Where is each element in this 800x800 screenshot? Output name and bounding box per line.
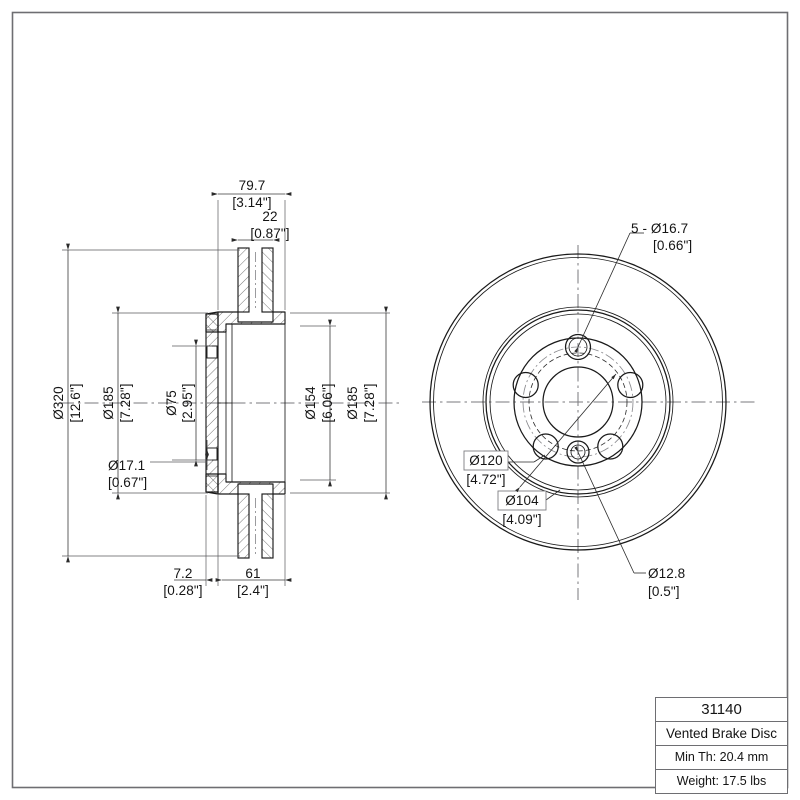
lug-hole [564, 333, 592, 361]
cross-section-view [60, 247, 400, 559]
dim-inner-diameter-imperial: [6.06"] [320, 383, 335, 422]
dim-center-bore-metric: Ø75 [164, 390, 179, 416]
section-dimensions: 79.7 [3.14"] 22 [0.87"] Ø320 [12.6"] Ø18… [51, 178, 390, 598]
section-construction-lines [217, 323, 286, 483]
dim-small-hole-metric: Ø17.1 [108, 458, 145, 473]
rotor-outer-edge-circle [433, 257, 723, 547]
lug-hole [617, 371, 644, 399]
dim-center-bore-imperial: [2.95"] [180, 383, 195, 422]
callout-bolt-circle-metric: Ø120 [469, 453, 502, 468]
dim-hat-offset-imperial: [0.28"] [163, 583, 202, 598]
dim-outer-diameter-metric: Ø320 [51, 386, 66, 419]
dim-outer-diameter-imperial: [12.6"] [68, 383, 83, 422]
hat-circle-mid [485, 309, 671, 495]
rotor-ring-upper [237, 247, 274, 313]
dim-mounting-diameter-imperial: [7.28"] [362, 383, 377, 422]
callout-set-screw-imperial: [0.5"] [648, 584, 680, 599]
dim-overall-width-imperial: [3.14"] [232, 195, 271, 210]
callout-set-screw-metric: Ø12.8 [648, 566, 685, 581]
hat-circle-outer [482, 306, 674, 498]
front-view-callouts: 5 - Ø16.7 [0.66"] Ø120 [4.72"] Ø104 [4.0… [463, 221, 692, 599]
rotor-outer-circle [429, 253, 727, 551]
dim-hat-outer-metric: Ø185 [101, 386, 116, 419]
title-block-weight: Weight: 17.5 lbs [676, 774, 767, 788]
dim-mounting-diameter-metric: Ø185 [345, 386, 360, 419]
lug-hole-chamfer [568, 337, 588, 357]
front-face-view [422, 245, 755, 600]
callout-bolt-circle-imperial: [4.72"] [466, 472, 505, 487]
dim-hat-depth-imperial: [2.4"] [237, 583, 269, 598]
dim-small-hole-imperial: [0.67"] [108, 475, 147, 490]
callout-pilot-diameter-metric: Ø104 [505, 493, 539, 508]
dim-rotor-thickness-metric: 22 [262, 209, 277, 224]
sheet-border [11, 11, 789, 789]
dim-overall-width-metric: 79.7 [239, 178, 266, 193]
hat-barrel [205, 313, 219, 493]
callout-pilot-diameter-imperial: [4.09"] [502, 512, 541, 527]
title-block-min-thickness: Min Th: 20.4 mm [656, 746, 787, 770]
lug-hole [597, 433, 624, 460]
dim-rotor-thickness-imperial: [0.87"] [250, 226, 289, 241]
dim-inner-diameter-metric: Ø154 [303, 386, 318, 420]
title-block: 31140 Vented Brake Disc Min Th: 20.4 mm … [655, 697, 788, 794]
callout-lug-holes-metric: 5 - Ø16.7 [631, 221, 688, 236]
rotor-ring-lower [237, 493, 274, 559]
title-block-part-number: 31140 [656, 698, 787, 722]
callout-lug-holes-imperial: [0.66"] [653, 238, 692, 253]
title-block-description: Vented Brake Disc [656, 722, 787, 746]
dim-hat-outer-imperial: [7.28"] [118, 383, 133, 422]
dim-hat-offset-metric: 7.2 [173, 566, 192, 581]
dim-hat-depth-metric: 61 [245, 566, 260, 581]
